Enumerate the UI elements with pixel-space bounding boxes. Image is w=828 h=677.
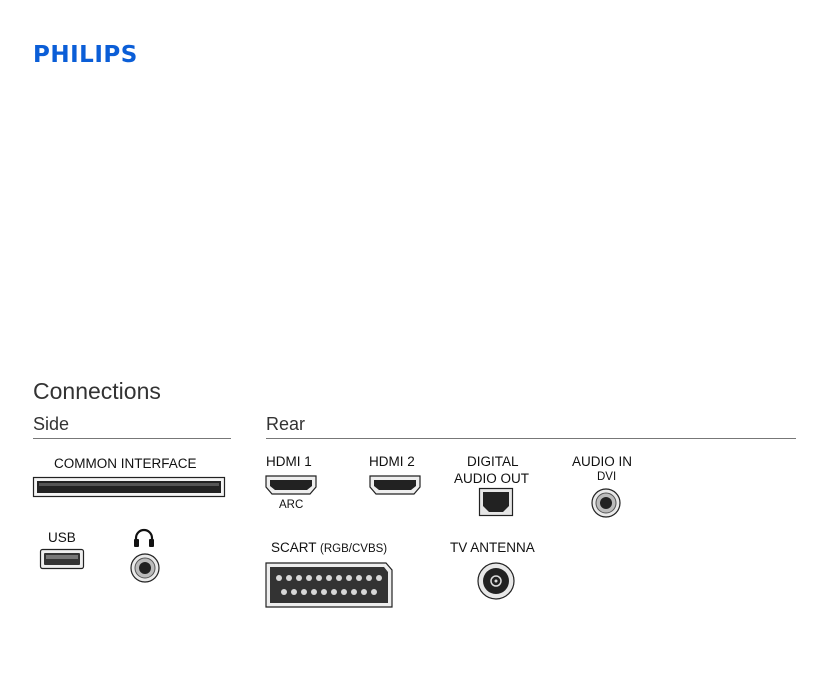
side-divider	[33, 438, 231, 439]
digital-audio-label-line2: AUDIO OUT	[454, 471, 530, 486]
scart-label-sub: (RGB/CVBS)	[320, 543, 388, 555]
tv-antenna-label: TV ANTENNA	[450, 540, 535, 555]
scart-label-main: SCART	[271, 540, 317, 555]
audio-in-jack-icon	[591, 488, 621, 518]
hdmi2-port-icon	[369, 475, 421, 495]
common-interface-slot-icon	[32, 476, 226, 498]
audio-in-label: AUDIO IN	[572, 454, 633, 469]
section-title: Connections	[33, 378, 161, 404]
digital-audio-label-line1: DIGITAL	[467, 454, 519, 469]
hdmi1-port-icon	[265, 475, 317, 495]
audio-in-dvi-label: DVI	[597, 471, 617, 483]
side-heading: Side	[33, 414, 70, 434]
usb-label: USB	[48, 530, 76, 545]
hdmi1-arc-label: ARC	[279, 499, 304, 511]
hdmi1-label: HDMI 1	[266, 454, 312, 469]
hdmi2-label: HDMI 2	[369, 454, 415, 469]
optical-audio-port-icon	[478, 487, 514, 517]
common-interface-label: COMMON INTERFACE	[54, 456, 197, 471]
scart-connector-icon	[265, 562, 393, 608]
tv-antenna-port-icon	[477, 562, 515, 600]
headphones-icon	[134, 528, 154, 547]
philips-logo: PHILIPS	[33, 42, 138, 68]
rear-divider	[266, 438, 796, 439]
usb-port-icon	[39, 548, 85, 570]
scart-label: SCART (RGB/CVBS)	[271, 540, 387, 555]
headphone-jack-icon	[130, 553, 160, 583]
rear-heading: Rear	[266, 414, 306, 434]
